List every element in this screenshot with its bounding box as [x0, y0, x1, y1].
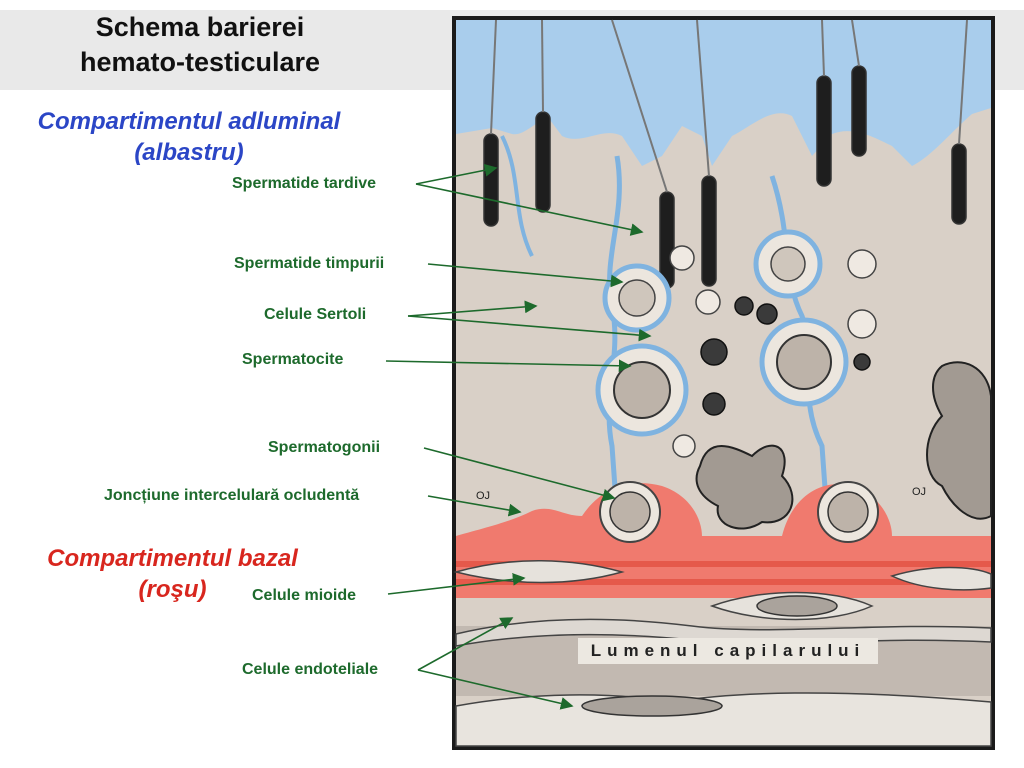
pointer-spermatogonii [423, 447, 616, 502]
pointer-endoteliale-1 [417, 617, 514, 671]
barrier-illustration [452, 16, 995, 750]
label-celule-endoteliale: Celule endoteliale [242, 661, 379, 678]
oj-label-left: OJ [476, 490, 491, 502]
label-spermatocite: Spermatocite [242, 351, 344, 368]
pointer-sertoli-1 [407, 300, 538, 317]
label-celule-mioide: Celule mioide [252, 587, 357, 604]
label-jonctiune: Joncțiune intercelulară ocludentă [104, 487, 360, 504]
sertoli-nucleus-shape [695, 444, 794, 530]
spermatid-tardiv-7 [951, 143, 967, 225]
spermatid-timpuriu-1 [669, 245, 695, 271]
basal-line-1: Compartimentul bazal [47, 545, 298, 572]
pointer-celule-mioide [387, 572, 526, 595]
pointer-spermatocite [385, 359, 632, 373]
label-spermatide-timpurii: Spermatide timpurii [234, 255, 385, 272]
pointer-spermatide-timpurii [427, 263, 624, 288]
label-spermatide-tardive: Spermatide tardive [232, 175, 377, 192]
barrier-illustration-svg [452, 16, 995, 750]
title-line-2: hemato-testiculare [79, 47, 321, 77]
page-title: Schema barierei hemato-testiculare [30, 10, 370, 80]
myoid-nucleus [756, 595, 838, 617]
title-line-1: Schema barierei [95, 12, 305, 42]
sertoli-channel-edge [500, 135, 534, 257]
sertoli-channel-right [769, 175, 830, 517]
spermatid-timpuriu-5 [672, 434, 696, 458]
basal-compartment-heading: Compartimentul bazal (roşu) [0, 543, 345, 605]
pointer-sertoli-2 [407, 315, 652, 342]
dark-spermatocytes [700, 296, 871, 416]
early-spermatids [669, 245, 877, 458]
spermatid-tails [490, 19, 968, 193]
label-spermatogonii: Spermatogonii [268, 439, 381, 456]
spermatid-timpuriu-4 [847, 309, 877, 339]
pointer-spermatide-tardive-1 [415, 163, 498, 185]
capillary-lumen-label: Lumenul capilarului [578, 638, 878, 664]
label-celule-sertoli: Celule Sertoli [264, 306, 367, 323]
spermatid-timpuriu-2 [695, 289, 721, 315]
adluminal-compartment-heading: Compartimentul adluminal (albastru) [0, 106, 378, 168]
endothelial-nucleus [581, 695, 723, 717]
pointer-endoteliale-2 [417, 669, 574, 710]
basal-line-2: (roşu) [138, 576, 207, 603]
sertoli-nucleus-right [926, 361, 992, 520]
oj-label-right: OJ [912, 486, 927, 498]
pointer-spermatide-tardive-2 [415, 183, 644, 236]
pointer-jonctiune [427, 495, 522, 517]
adluminal-line-2: (albastru) [134, 139, 244, 166]
spermatid-timpuriu-3 [847, 249, 877, 279]
adluminal-line-1: Compartimentul adluminal [37, 108, 341, 135]
spermatogonia [599, 481, 879, 543]
